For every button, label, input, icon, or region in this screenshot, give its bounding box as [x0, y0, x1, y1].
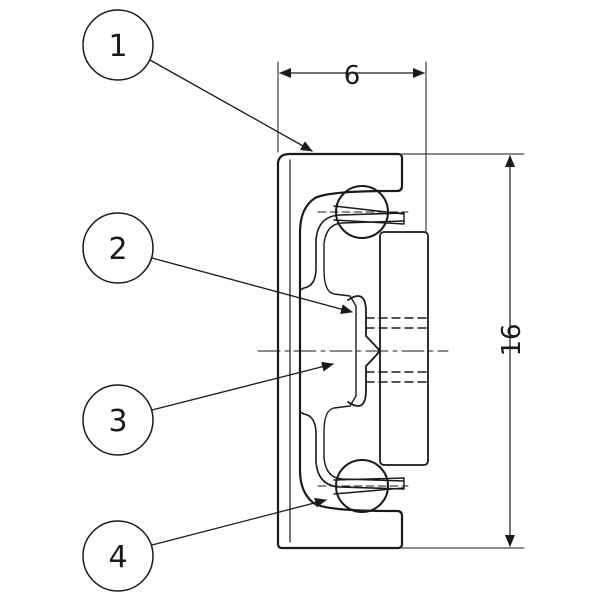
- callout-4-label: 4: [108, 540, 127, 575]
- width-dimension-label: 6: [344, 61, 361, 91]
- callout-2: 2: [82, 212, 154, 284]
- outer-rail-outline: [276, 152, 404, 550]
- width-dimension: 6: [277, 61, 427, 233]
- intermediate-rail-inner-line: [323, 220, 405, 482]
- callout-4-circle: [82, 520, 154, 592]
- leader-line-3: [151, 361, 334, 411]
- callout-3-circle: [82, 384, 154, 456]
- callout-1: 1: [82, 9, 154, 81]
- ball-cage-top: [333, 205, 405, 225]
- leader-line-4: [151, 497, 327, 546]
- callout-2-label: 2: [108, 232, 127, 267]
- ball-bearing-bottom: [317, 459, 409, 513]
- inner-rail-body: [379, 231, 429, 466]
- leader-line-1: [149, 59, 313, 152]
- outer-rail: [276, 152, 404, 550]
- height-dimension: 16: [401, 153, 527, 549]
- callout-1-label: 1: [108, 29, 127, 64]
- callout-3-label: 3: [108, 404, 127, 439]
- callout-1-circle: [82, 9, 154, 81]
- ball-bearing-top: [317, 185, 409, 239]
- callout-4: 4: [82, 520, 154, 592]
- intermediate-rail: [299, 212, 405, 490]
- callout-2-circle: [82, 212, 154, 284]
- intermediate-rail-outer-line: [299, 212, 405, 490]
- inner-rail: [347, 231, 429, 466]
- leader-line-2: [151, 257, 353, 314]
- callout-3: 3: [82, 384, 154, 456]
- height-dimension-label: 16: [497, 323, 527, 356]
